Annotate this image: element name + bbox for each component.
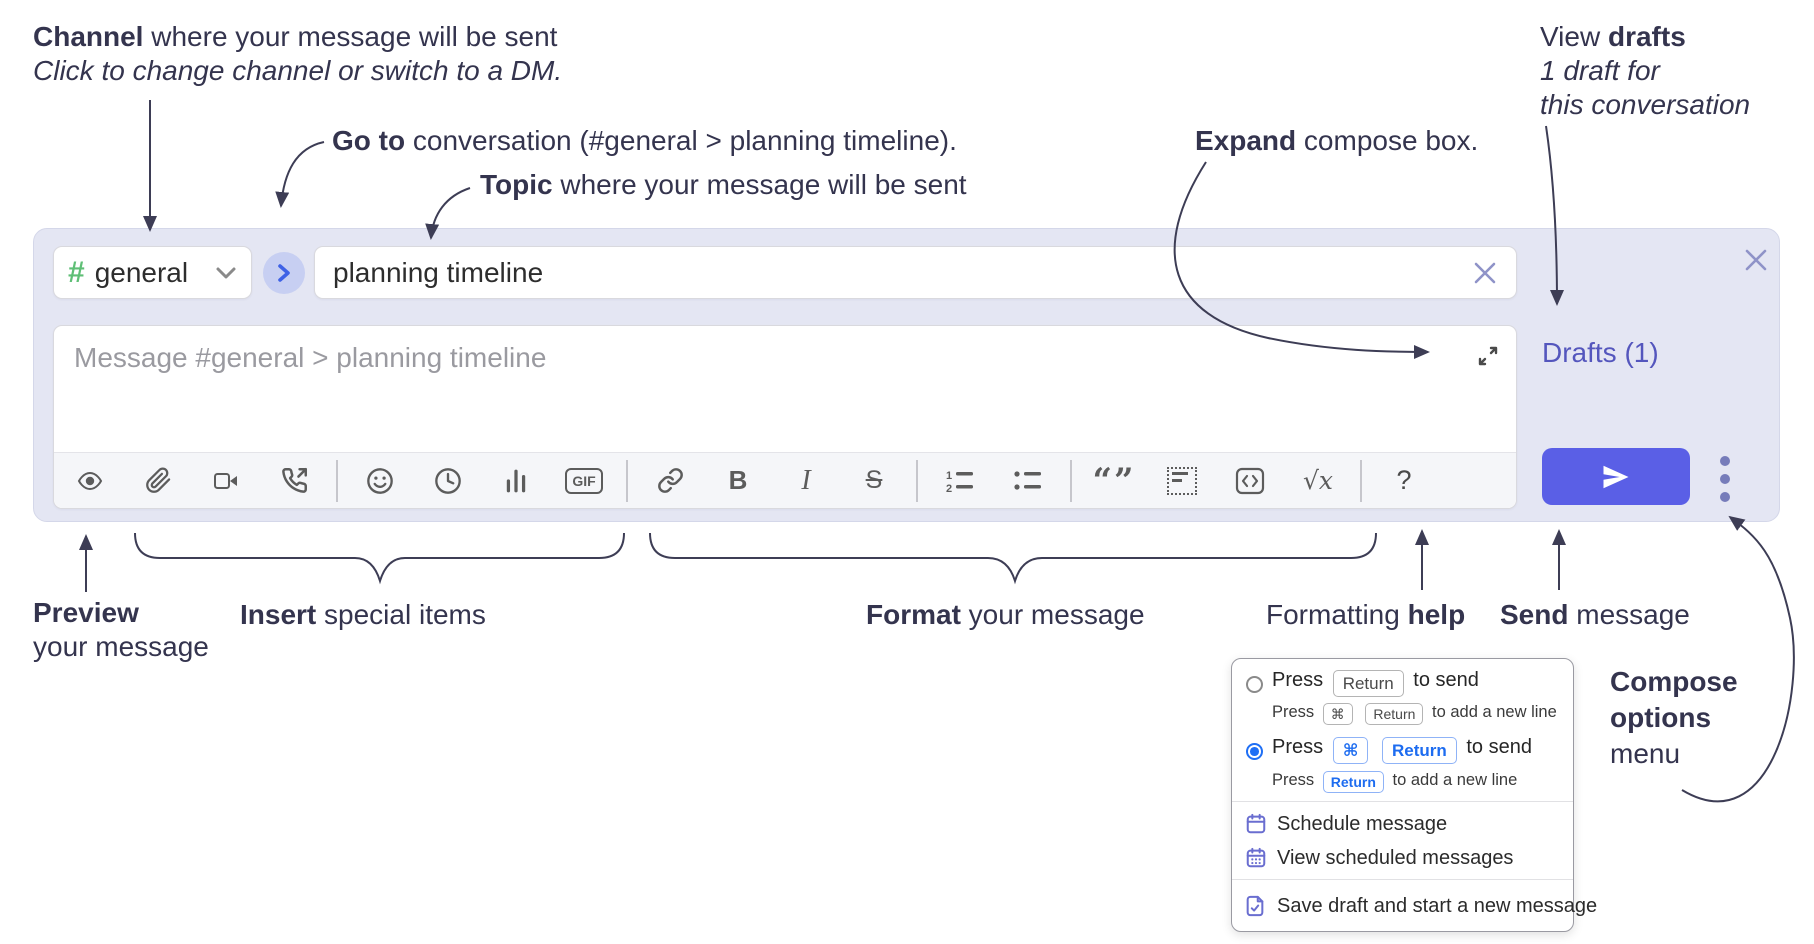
- go-to-conversation-button[interactable]: [263, 252, 305, 294]
- message-area: GIF B I S 12: [53, 325, 1517, 509]
- compose-options-menu: Press Return to send Press ⌘ Return to a…: [1231, 658, 1597, 932]
- arrow-goto: [275, 141, 325, 208]
- annotation-goto: Go to conversation (#general > planning …: [332, 125, 957, 156]
- annotation-insert: Insert special items: [240, 599, 486, 630]
- return-key: Return: [1322, 771, 1384, 793]
- drafts-link[interactable]: Drafts (1): [1542, 337, 1659, 368]
- audio-call-icon[interactable]: [272, 459, 316, 503]
- svg-text:1: 1: [946, 470, 952, 482]
- attach-file-icon[interactable]: [136, 459, 180, 503]
- emoji-icon[interactable]: [358, 459, 402, 503]
- menu-item-view-scheduled[interactable]: View scheduled messages: [1232, 841, 1573, 875]
- toolbar-divider: [1360, 459, 1362, 502]
- gif-icon[interactable]: GIF: [562, 459, 606, 503]
- annotation-formatting-help: Formatting help: [1266, 599, 1466, 630]
- radio-cmd-return-to-send[interactable]: [1246, 743, 1263, 760]
- toolbar-divider: [336, 459, 338, 502]
- time-icon[interactable]: [426, 459, 470, 503]
- clear-topic-icon[interactable]: [1472, 260, 1498, 286]
- send-button[interactable]: [1542, 448, 1690, 505]
- strikethrough-icon[interactable]: S: [865, 466, 883, 494]
- annotation-topic: Topic where your message will be sent: [480, 169, 967, 200]
- annotation-view-drafts: View drafts 1 draft for this conversatio…: [1540, 21, 1751, 120]
- calendar-list-icon: [1245, 847, 1267, 869]
- option-cmd-return-to-send[interactable]: Press ⌘ Return to send: [1272, 736, 1532, 764]
- send-icon: [1603, 465, 1629, 488]
- cmd-key: ⌘: [1332, 737, 1369, 764]
- ellipsis-dot: [1720, 474, 1730, 484]
- draft-file-icon: [1245, 895, 1267, 917]
- option-return-to-send-hint: Press ⌘ Return to add a new line: [1272, 703, 1557, 725]
- math-icon[interactable]: √x: [1302, 466, 1334, 495]
- cmd-key: ⌘: [1322, 703, 1353, 725]
- option-cmd-return-to-send-hint: Press Return to add a new line: [1272, 771, 1517, 793]
- quote-icon[interactable]: “”: [1092, 460, 1136, 501]
- ellipsis-dot: [1720, 492, 1730, 502]
- italic-icon[interactable]: I: [801, 464, 811, 496]
- bulleted-list-icon[interactable]: [1006, 459, 1050, 503]
- toolbar-divider: [1070, 459, 1072, 502]
- option-return-to-send[interactable]: Press Return to send: [1272, 669, 1479, 697]
- preview-icon[interactable]: [68, 459, 112, 503]
- ellipsis-dot: [1720, 456, 1730, 466]
- menu-item-save-draft[interactable]: Save draft and start a new message: [1232, 887, 1597, 925]
- brace-format: [649, 532, 1377, 585]
- chevron-right-icon: [278, 264, 290, 282]
- annotation-channel-rest: where your message will be sent: [143, 21, 558, 52]
- annotation-channel-bold: Channel: [33, 21, 144, 52]
- radio-return-to-send[interactable]: [1246, 676, 1263, 693]
- topic-input[interactable]: [314, 246, 1517, 299]
- annotation-format: Format your message: [866, 599, 1145, 630]
- chevron-down-icon: [216, 267, 236, 278]
- annotation-channel: Channel where your message will be sent …: [33, 20, 562, 88]
- return-key: Return: [1382, 737, 1457, 764]
- annotation-expand: Expand compose box.: [1195, 125, 1479, 156]
- menu-item-schedule-message[interactable]: Schedule message: [1232, 807, 1573, 841]
- return-key: Return: [1332, 670, 1404, 697]
- brace-insert: [134, 532, 625, 585]
- formatting-help-icon[interactable]: ?: [1396, 465, 1412, 495]
- annotation-compose-options: Compose options menu: [1610, 666, 1738, 769]
- svg-text:2: 2: [946, 483, 952, 494]
- compose-options-button[interactable]: [1713, 453, 1737, 505]
- annotation-send: Send message: [1500, 599, 1690, 630]
- close-compose-icon[interactable]: [1742, 246, 1770, 274]
- calendar-icon: [1245, 813, 1267, 835]
- toolbar-divider: [626, 459, 628, 502]
- compose-box: # general: [33, 228, 1780, 522]
- annotation-preview: Preview your message: [33, 597, 209, 662]
- poll-icon[interactable]: [494, 459, 538, 503]
- expand-compose-icon[interactable]: [1474, 342, 1502, 370]
- link-icon[interactable]: [648, 459, 692, 503]
- channel-hash-icon: #: [68, 255, 85, 289]
- toolbar-divider: [916, 459, 918, 502]
- video-call-icon[interactable]: [204, 459, 248, 503]
- menu-divider: [1232, 879, 1573, 880]
- bold-icon[interactable]: B: [728, 465, 748, 495]
- channel-selector[interactable]: # general: [53, 246, 252, 299]
- annotation-channel-line2: Click to change channel or switch to a D…: [33, 55, 563, 86]
- menu-divider: [1232, 801, 1573, 802]
- channel-name: general: [94, 256, 189, 288]
- spoiler-icon[interactable]: [1160, 459, 1204, 503]
- return-key: Return: [1365, 703, 1424, 725]
- message-input[interactable]: [54, 326, 1516, 452]
- code-icon[interactable]: [1228, 459, 1272, 503]
